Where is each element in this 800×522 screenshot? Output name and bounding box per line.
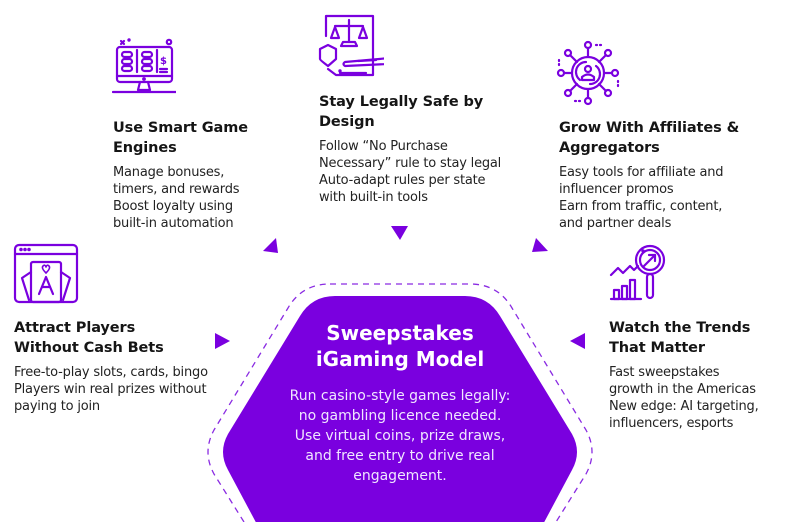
title-line: Grow With Affiliates & xyxy=(559,120,740,136)
title-line: Design xyxy=(319,114,375,130)
center-desc-line: and free entry to drive real xyxy=(305,448,495,464)
feature-title: Grow With Affiliates & Aggregators xyxy=(559,118,739,158)
arrow-from-trends-icon xyxy=(570,333,585,349)
feature-description: Fast sweepstakes growth in the Americas … xyxy=(609,364,759,432)
center-desc-line: engagement. xyxy=(353,468,447,484)
svg-text:$: $ xyxy=(160,56,167,67)
desc-line: Necessary” rule to stay legal xyxy=(319,156,502,171)
center-desc-line: Use virtual coins, prize draws, xyxy=(294,428,506,444)
desc-line: Auto-adapt rules per state xyxy=(319,173,486,188)
feature-description: Follow “No Purchase Necessary” rule to s… xyxy=(319,138,501,206)
center-hexagon-dashed-outline xyxy=(207,283,593,522)
title-line: Without Cash Bets xyxy=(14,340,164,356)
desc-line: growth in the Americas xyxy=(609,382,756,397)
center-desc-line: Run casino-style games legally: xyxy=(289,388,511,404)
center-desc-line: no gambling licence needed. xyxy=(298,408,502,424)
title-line: Stay Legally Safe by xyxy=(319,94,484,110)
center-title: Sweepstakes iGaming Model xyxy=(250,320,550,372)
slot-machine-monitor-icon: $ xyxy=(112,38,176,96)
title-line: Watch the Trends xyxy=(609,320,751,336)
desc-line: and partner deals xyxy=(559,216,672,231)
title-line: Attract Players xyxy=(14,320,136,336)
feature-description: Manage bonuses, timers, and rewards Boos… xyxy=(113,164,248,232)
feature-title: Watch the Trends That Matter xyxy=(609,318,759,358)
desc-line: Fast sweepstakes xyxy=(609,365,720,380)
desc-line: with built-in tools xyxy=(319,190,428,205)
center-title-line: Sweepstakes xyxy=(326,321,474,345)
feature-title: Stay Legally Safe by Design xyxy=(319,92,501,132)
playing-cards-icon xyxy=(12,242,80,304)
title-line: Engines xyxy=(113,140,177,156)
title-line: That Matter xyxy=(609,340,705,356)
feature-trends: Watch the Trends That Matter Fast sweeps… xyxy=(609,318,759,432)
arrow-from-legally-safe-icon xyxy=(391,226,408,240)
affiliate-network-icon xyxy=(556,40,622,106)
feature-description: Easy tools for affiliate and influencer … xyxy=(559,164,739,232)
title-line: Aggregators xyxy=(559,140,660,156)
desc-line: influencers, esports xyxy=(609,416,734,431)
feature-attract-players: Attract Players Without Cash Bets Free-t… xyxy=(14,318,208,415)
desc-line: Players win real prizes without xyxy=(14,382,207,397)
trend-analysis-icon xyxy=(608,242,672,304)
arrow-from-affiliates-icon xyxy=(532,238,548,252)
feature-title: Attract Players Without Cash Bets xyxy=(14,318,208,358)
feature-smart-engines: Use Smart Game Engines Manage bonuses, t… xyxy=(113,118,248,232)
desc-line: built-in automation xyxy=(113,216,234,231)
center-description: Run casino-style games legally: no gambl… xyxy=(250,386,550,486)
center-hexagon-fill xyxy=(223,296,577,522)
feature-legally-safe: Stay Legally Safe by Design Follow “No P… xyxy=(319,92,501,206)
desc-line: Boost loyalty using xyxy=(113,199,233,214)
title-line: Use Smart Game xyxy=(113,120,248,136)
feature-affiliates: Grow With Affiliates & Aggregators Easy … xyxy=(559,118,739,232)
legal-document-scales-icon xyxy=(316,12,384,78)
desc-line: Manage bonuses, xyxy=(113,165,225,180)
center-content: Sweepstakes iGaming Model Run casino-sty… xyxy=(250,320,550,486)
desc-line: New edge: AI targeting, xyxy=(609,399,759,414)
desc-line: Earn from traffic, content, xyxy=(559,199,723,214)
desc-line: Follow “No Purchase xyxy=(319,139,448,154)
arrow-from-smart-engines-icon xyxy=(263,238,278,253)
feature-description: Free-to-play slots, cards, bingo Players… xyxy=(14,364,208,415)
desc-line: paying to join xyxy=(14,399,100,414)
desc-line: timers, and rewards xyxy=(113,182,240,197)
feature-title: Use Smart Game Engines xyxy=(113,118,248,158)
desc-line: Easy tools for affiliate and xyxy=(559,165,724,180)
desc-line: influencer promos xyxy=(559,182,674,197)
arrow-from-attract-players-icon xyxy=(215,333,230,349)
center-title-line: iGaming Model xyxy=(315,347,485,371)
desc-line: Free-to-play slots, cards, bingo xyxy=(14,365,208,380)
